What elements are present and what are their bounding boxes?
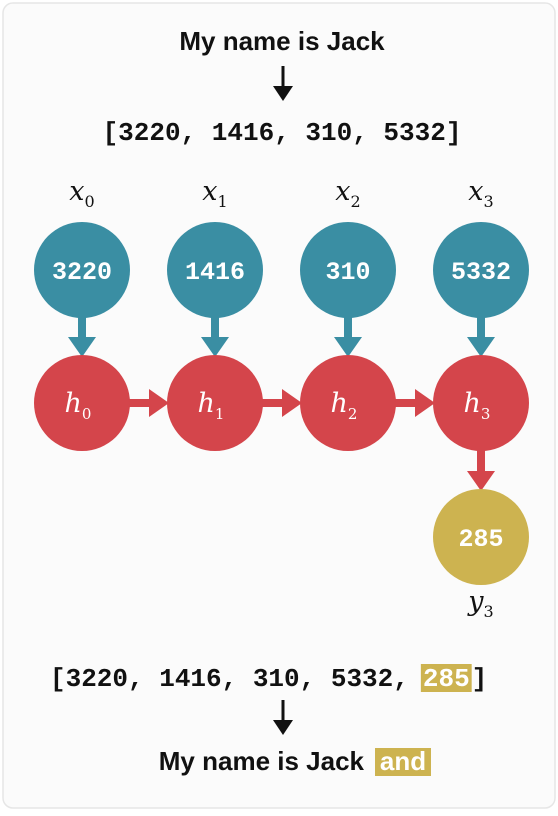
hidden-node-2 [300, 355, 396, 451]
input-node-token-1: 1416 [185, 258, 245, 287]
hidden-node-label-h0-var: h [65, 388, 82, 419]
hidden-node-label-h2-sub: 2 [348, 405, 358, 423]
hidden-node-label-h0-sub: 0 [82, 405, 92, 423]
input-label-x3-var: x [468, 176, 483, 207]
output-token-list-prefix: [3220, 1416, 310, 5332, [50, 664, 409, 694]
hidden-arrow-head-1 [282, 389, 302, 417]
input-label-x2-var: x [335, 176, 350, 207]
output-node-group: 285 y3 [433, 489, 529, 621]
input-nodes: 3220 1416 310 5332 [34, 222, 529, 318]
hidden-node-label-h3-var: h [464, 388, 481, 419]
input-label-x2: x2 [335, 176, 360, 211]
output-token-highlight [420, 664, 472, 692]
output-word-highlight [375, 748, 431, 776]
hidden-to-hidden-arrows [128, 389, 435, 417]
input-arrow-head-1 [201, 337, 229, 357]
input-label-x1-var: x [202, 176, 217, 207]
input-label-x1-sub: 1 [218, 192, 228, 211]
output-label-y3-var: y [467, 586, 484, 617]
input-node-token-3: 5332 [451, 258, 511, 287]
hidden-node-label-h2: h2 [331, 388, 358, 423]
output-sentence: My name is Jack and [159, 746, 431, 776]
input-label-x3: x3 [468, 176, 493, 211]
input-node-0 [34, 222, 130, 318]
down-arrow-top [273, 66, 293, 101]
hidden-node-label-h1-sub: 1 [215, 405, 225, 423]
input-token-list: [3220, 1416, 310, 5332] [103, 118, 462, 148]
hidden-node-3 [433, 355, 529, 451]
output-node [433, 489, 529, 585]
output-label-y3: y3 [467, 586, 493, 621]
input-label-x2-sub: 2 [351, 192, 361, 211]
input-label-x0-sub: 0 [85, 192, 95, 211]
output-token-list: [3220, 1416, 310, 5332, 285 ] [50, 664, 487, 694]
hidden-node-label-h2-var: h [331, 388, 348, 419]
input-sentence: My name is Jack [179, 26, 385, 56]
output-label-y3-sub: 3 [484, 602, 494, 621]
input-node-1 [167, 222, 263, 318]
input-arrow-head-0 [68, 337, 96, 357]
down-arrow-bottom [273, 700, 293, 735]
input-label-x0: x0 [69, 176, 94, 211]
output-arrow-head [467, 471, 495, 491]
hidden-arrow-head-2 [415, 389, 435, 417]
output-token-new: 285 [423, 664, 470, 694]
hidden-node-label-h1-var: h [198, 388, 215, 419]
hidden-node-0 [34, 355, 130, 451]
hidden-arrow-head-0 [149, 389, 169, 417]
hidden-node-label-h3-sub: 3 [481, 405, 491, 423]
input-node-3 [433, 222, 529, 318]
hidden-node-label-h1: h1 [198, 388, 225, 423]
hidden-to-output-arrow [467, 449, 495, 491]
output-token-list-suffix: ] [472, 664, 488, 694]
input-label-x3-sub: 3 [484, 192, 494, 211]
input-node-token-2: 310 [325, 258, 370, 287]
hidden-node-1 [167, 355, 263, 451]
input-node-2 [300, 222, 396, 318]
input-label-x1: x1 [202, 176, 227, 211]
input-node-token-0: 3220 [52, 258, 112, 287]
hidden-node-label-h3: h3 [464, 388, 491, 423]
output-node-token: 285 [458, 525, 503, 554]
hidden-node-label-h0: h0 [65, 388, 92, 423]
input-arrow-head-2 [334, 337, 362, 357]
input-arrow-head-3 [467, 337, 495, 357]
input-label-x0-var: x [69, 176, 84, 207]
output-sentence-prefix: My name is Jack [159, 746, 365, 776]
output-sentence-new: and [380, 746, 426, 776]
input-to-hidden-arrows [68, 316, 495, 357]
